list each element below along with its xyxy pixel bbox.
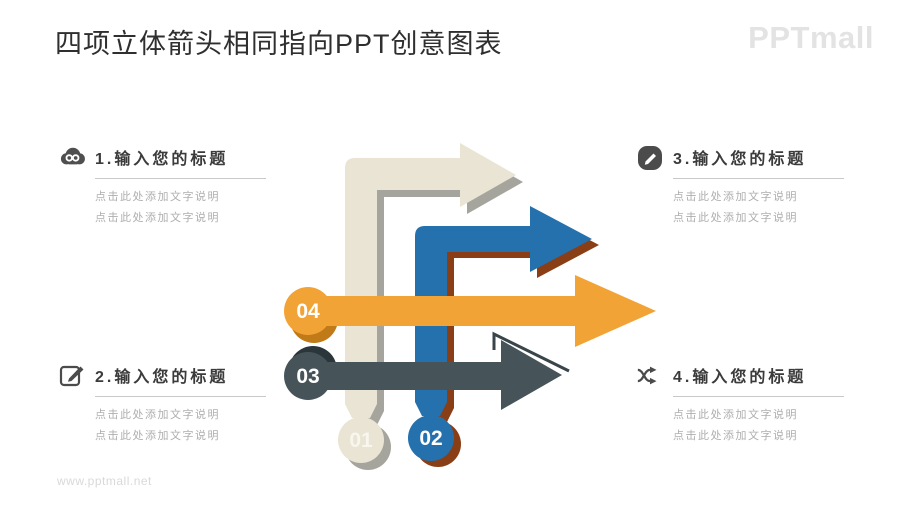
cloud-icon [56,143,88,171]
text-block-1: 1.输入您的标题 点击此处添加文字说明 点击此处添加文字说明 [56,143,274,229]
desc-line: 点击此处添加文字说明 [95,409,220,421]
title-underline [673,396,844,397]
block-description: 点击此处添加文字说明 点击此处添加文字说明 [95,187,274,229]
edit-square-icon [56,361,88,389]
arrow-03-label: 03 [296,365,319,388]
arrow-01-label: 01 [349,429,373,452]
desc-line: 点击此处添加文字说明 [95,212,220,224]
block-title: 4.输入您的标题 [673,369,807,386]
title-underline [95,396,266,397]
desc-line: 点击此处添加文字说明 [673,191,798,203]
text-block-3: 3.输入您的标题 点击此处添加文字说明 点击此处添加文字说明 [634,143,852,229]
shuffle-icon [634,361,666,389]
desc-line: 点击此处添加文字说明 [673,430,798,442]
desc-line: 点击此处添加文字说明 [95,430,220,442]
text-block-3-header: 3.输入您的标题 [634,143,852,171]
page-title: 四项立体箭头相同指向PPT创意图表 [55,29,503,59]
arrow-04 [284,275,656,347]
arrow-03 [284,331,570,410]
arrow-04-label: 04 [296,300,320,323]
block-title: 1.输入您的标题 [95,151,229,168]
block-title: 2.输入您的标题 [95,369,229,386]
text-block-4-header: 4.输入您的标题 [634,361,852,389]
text-block-1-header: 1.输入您的标题 [56,143,274,171]
arrow-03-shadow-edge [492,331,570,373]
desc-line: 点击此处添加文字说明 [673,212,798,224]
title-underline [95,178,266,179]
edit-pencil-circle-icon [634,143,666,171]
block-title: 3.输入您的标题 [673,151,807,168]
text-block-4: 4.输入您的标题 点击此处添加文字说明 点击此处添加文字说明 [634,361,852,447]
arrow-02-label: 02 [419,427,442,450]
block-description: 点击此处添加文字说明 点击此处添加文字说明 [673,187,852,229]
text-block-2-header: 2.输入您的标题 [56,361,274,389]
block-description: 点击此处添加文字说明 点击此处添加文字说明 [95,405,274,447]
brand-logo: PPTmall [748,20,874,55]
text-block-2: 2.输入您的标题 点击此处添加文字说明 点击此处添加文字说明 [56,361,274,447]
desc-line: 点击此处添加文字说明 [95,191,220,203]
watermark: www.pptmall.net [57,474,152,488]
block-description: 点击此处添加文字说明 点击此处添加文字说明 [673,405,852,447]
desc-line: 点击此处添加文字说明 [673,409,798,421]
title-underline [673,178,844,179]
